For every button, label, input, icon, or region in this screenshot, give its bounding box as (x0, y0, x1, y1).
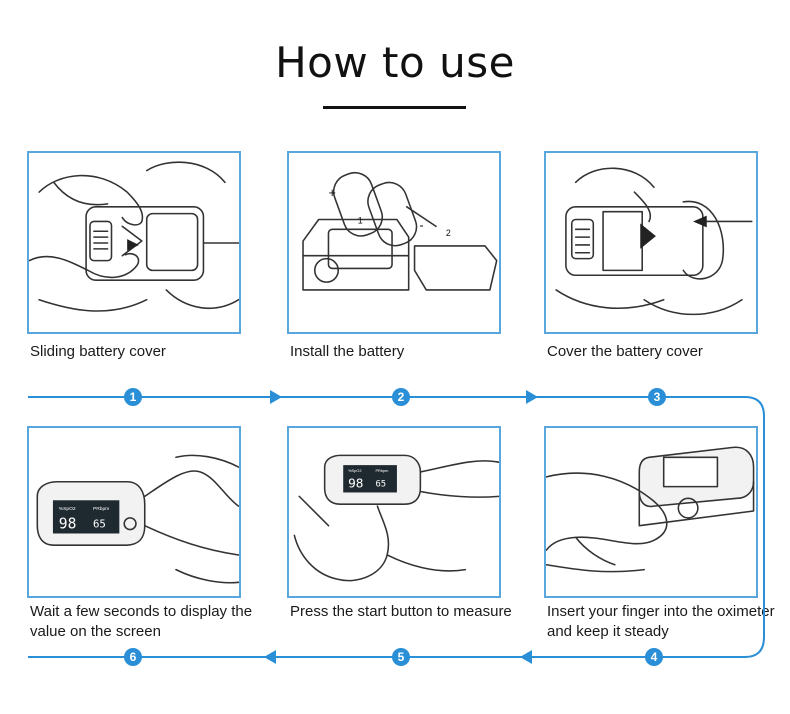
battery-plus-label: + (328, 185, 335, 200)
step-1-number: 1 (130, 390, 137, 404)
step-5-illustration: %SpO2 PRbpm 98 65 (287, 426, 501, 598)
flow-arrow-left-icon (520, 650, 532, 664)
step-3-number: 3 (654, 390, 661, 404)
pr-value: 65 (93, 518, 106, 531)
spo2-label: %SpO2 (348, 468, 361, 473)
spo2-label: %SpO2 (59, 506, 76, 512)
hands-sliding-cover-drawing (29, 161, 239, 312)
step-2-illustration: + - 1 2 (287, 151, 501, 334)
flow-arrow-left-icon (264, 650, 276, 664)
push-arrow-icon (693, 215, 707, 228)
arrow-label-1: 1 (358, 215, 363, 225)
step-badge-3: 3 (648, 388, 666, 406)
flow-arrow-right-icon (270, 390, 282, 404)
step-badge-1: 1 (124, 388, 142, 406)
flow-arrow-right-icon (526, 390, 538, 404)
install-battery-drawing: + - 1 2 (302, 171, 498, 291)
step-1-caption: Sliding battery cover (30, 343, 166, 360)
insert-finger-drawing (546, 446, 755, 573)
press-start-button-drawing: %SpO2 PRbpm 98 65 (293, 454, 499, 582)
cover-arrow-icon (640, 223, 656, 249)
step-1-illustration (27, 151, 241, 334)
step-3-caption: Cover the battery cover (547, 343, 703, 360)
step-badge-6: 6 (124, 648, 142, 666)
step-6-illustration: %SpO2 PRbpm 98 65 (27, 426, 241, 598)
step-4-illustration (544, 426, 758, 598)
step-5-caption: Press the start button to measure (290, 603, 512, 620)
step-3-illustration (544, 151, 758, 334)
step-2-caption: Install the battery (290, 343, 405, 360)
step-6-caption: Wait a few seconds to display the value … (30, 603, 253, 640)
pr-value: 65 (375, 480, 386, 490)
slide-arrow-icon (127, 239, 139, 251)
page-title: How to use (275, 38, 515, 87)
step-6-number: 6 (130, 650, 137, 664)
step-badge-2: 2 (392, 388, 410, 406)
step-badge-4: 4 (645, 648, 663, 666)
pr-label: PRbpm (93, 506, 109, 512)
battery-minus-label: - (419, 217, 423, 232)
pr-label: PRbpm (375, 468, 388, 473)
title-underline (323, 106, 466, 109)
hands-cover-battery-drawing (555, 167, 753, 316)
step-4-caption: Insert your finger into the oximeter and… (547, 603, 775, 640)
step-2-number: 2 (398, 390, 405, 404)
spo2-value: 98 (59, 516, 77, 533)
arrow-label-2: 2 (446, 228, 451, 238)
step-4-number: 4 (651, 650, 658, 664)
spo2-value: 98 (348, 476, 363, 491)
oximeter-on-finger-display-drawing: %SpO2 PRbpm 98 65 (36, 454, 239, 584)
step-5-number: 5 (398, 650, 405, 664)
step-badge-5: 5 (392, 648, 410, 666)
